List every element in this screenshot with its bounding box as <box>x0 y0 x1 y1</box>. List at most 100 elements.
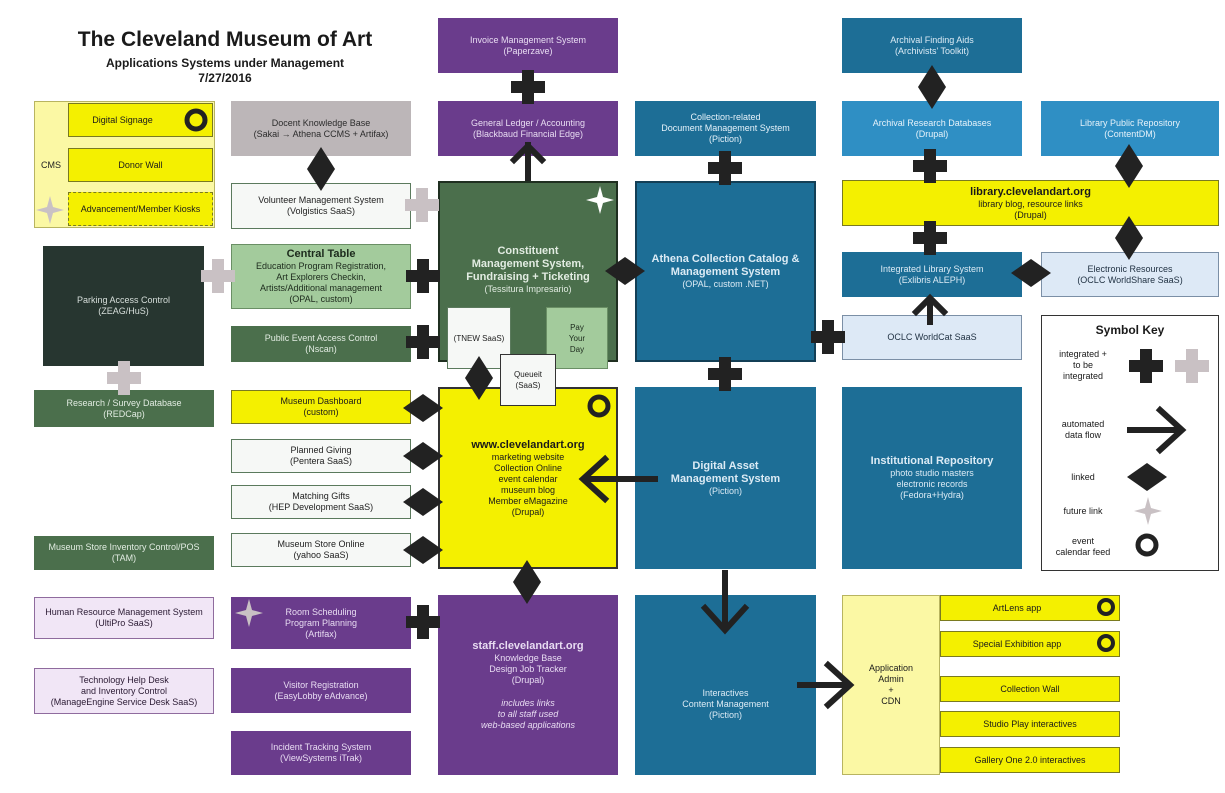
gallery-one-box[interactable]: Gallery One 2.0 interactives <box>940 747 1120 773</box>
page-title: The Cleveland Museum of Art <box>77 28 373 51</box>
digital-asset-box[interactable]: Digital Asset Management System (Piction… <box>635 387 816 569</box>
diamond-store-web-icon <box>403 536 443 564</box>
ils-l2: (Exlibris ALEPH) <box>898 274 966 285</box>
library-repo-l2: (ContentDM) <box>1104 128 1156 139</box>
institutional-repository-box[interactable]: Institutional Repository photo studio ma… <box>842 387 1022 569</box>
interactives-l3: (Piction) <box>708 709 742 720</box>
athena-l3: (OPAL, custom .NET) <box>682 279 769 289</box>
museum-store-online-box[interactable]: Museum Store Online (yahoo SaaS) <box>231 533 411 567</box>
symbol-key-title: Symbol Key <box>1095 323 1165 337</box>
queueit-box[interactable]: Queueit (SaaS) <box>500 354 556 406</box>
room-scheduling-box[interactable]: Room Scheduling Program Planning (Artifa… <box>231 597 411 649</box>
key-automated-label: automated data flow <box>1046 419 1120 441</box>
matching-l1: Matching Gifts <box>292 491 350 501</box>
matching-l2: (HEP Development SaaS) <box>268 502 374 512</box>
web-title: www.clevelandart.org <box>471 438 585 451</box>
staff-l5: to all staff used <box>497 708 559 719</box>
staff-site-box[interactable]: staff.clevelandart.org Knowledge Base De… <box>438 595 618 775</box>
special-exhibition-app-box[interactable]: Special Exhibition app <box>940 631 1120 657</box>
archival-find-l1: Archival Finding Aids <box>890 34 974 45</box>
ils-l1: Integrated Library System <box>880 263 984 274</box>
plus-athena-dam-icon <box>708 357 742 391</box>
parking-access-box[interactable]: Parking Access Control (ZEAG/HuS) <box>43 246 204 366</box>
planned-giving-box[interactable]: Planned Giving (Pentera SaaS) <box>231 439 411 473</box>
public-event-l2: (Nscan) <box>305 344 337 354</box>
matching-gifts-box[interactable]: Matching Gifts (HEP Development SaaS) <box>231 485 411 519</box>
staff-l2: Design Job Tracker <box>489 663 567 674</box>
interactives-l1: Interactives <box>702 687 749 698</box>
coll-doc-l2: Document Management System <box>661 123 790 133</box>
staff-title: staff.clevelandart.org <box>472 639 584 652</box>
star-room-icon <box>235 599 263 627</box>
plus-coll-doc-athena-icon <box>708 151 742 185</box>
arrow-dam-to-interactives-icon <box>700 570 750 635</box>
eresources-l1: Electronic Resources <box>1087 263 1173 274</box>
museum-store-inventory-box[interactable]: Museum Store Inventory Control/POS (TAM) <box>34 536 214 570</box>
crm-l4: (Tessitura Impresario) <box>484 284 572 294</box>
app-admin-box[interactable]: Application Admin + CDN <box>842 595 940 775</box>
athena-l2: Management System <box>670 266 781 278</box>
central-l4: (OPAL, custom) <box>289 294 353 304</box>
visitor-l2: (EasyLobby eAdvance) <box>274 690 368 701</box>
invoice-l1: Invoice Management System <box>469 34 587 45</box>
invoice-l2: (Paperzave) <box>503 45 553 56</box>
planned-l1: Planned Giving <box>290 445 352 455</box>
arrow-worldcat-to-ils-icon <box>911 293 949 325</box>
athena-catalog-box[interactable]: Athena Collection Catalog & Management S… <box>635 181 816 362</box>
library-l1: library blog, resource links <box>978 198 1083 209</box>
volunteer-l2: (Volgistics SaaS) <box>286 206 356 216</box>
incident-l1: Incident Tracking System <box>270 742 372 752</box>
incident-tracking-box[interactable]: Incident Tracking System (ViewSystems iT… <box>231 731 411 775</box>
docent-knowledge-base-box[interactable]: Docent Knowledge Base (Sakai → Athena CC… <box>231 101 411 156</box>
central-table-box[interactable]: Central Table Education Program Registra… <box>231 244 411 309</box>
diamond-web-staff-icon <box>513 560 541 604</box>
help-desk-box[interactable]: Technology Help Desk and Inventory Contr… <box>34 668 214 714</box>
public-event-access-box[interactable]: Public Event Access Control (Nscan) <box>231 326 411 362</box>
queueit-l2: (SaaS) <box>515 381 541 390</box>
kiosks-box[interactable]: Advancement/Member Kiosks <box>68 192 213 226</box>
research-survey-box[interactable]: Research / Survey Database (REDCap) <box>34 390 214 427</box>
diamond-dashboard-web-icon <box>403 394 443 422</box>
archival-research-box[interactable]: Archival Research Databases (Drupal) <box>842 101 1022 156</box>
studio-play-box[interactable]: Studio Play interactives <box>940 711 1120 737</box>
subtitle-text: Applications Systems under Management <box>105 56 345 70</box>
pay-your-day-box[interactable]: Pay Your Day <box>546 307 608 369</box>
diamond-docent-volunteer-icon <box>307 147 335 191</box>
hr-management-box[interactable]: Human Resource Management System (UltiPr… <box>34 597 214 639</box>
payday-l1: Pay <box>570 322 584 332</box>
coll-doc-l1: Collection-related <box>690 112 761 122</box>
library-repo-l1: Library Public Repository <box>1079 117 1181 128</box>
inst-repo-l2: electronic records <box>896 479 968 489</box>
archival-db-l2: (Drupal) <box>915 128 949 139</box>
collection-wall-box[interactable]: Collection Wall <box>940 676 1120 702</box>
key-star-icon <box>1134 497 1162 525</box>
visitor-registration-box[interactable]: Visitor Registration (EasyLobby eAdvance… <box>231 668 411 713</box>
library-site-box[interactable]: library.clevelandart.org library blog, r… <box>842 180 1219 226</box>
inst-repo-l3: (Fedora+Hydra) <box>900 490 964 500</box>
docent-l2: (Sakai → Athena CCMS + Artifax) <box>253 128 389 139</box>
donor-wall-box[interactable]: Donor Wall <box>68 148 213 182</box>
archival-finding-aids-box[interactable]: Archival Finding Aids (Archivists' Toolk… <box>842 18 1022 73</box>
staff-l1: Knowledge Base <box>494 652 562 663</box>
visitor-l1: Visitor Registration <box>283 679 359 690</box>
helpdesk-l1: Technology Help Desk <box>79 674 169 685</box>
key-integrated-label: integrated + to be integrated <box>1046 349 1120 382</box>
invoice-management-box[interactable]: Invoice Management System (Paperzave) <box>438 18 618 73</box>
key-automated-l1: automated <box>1061 419 1105 429</box>
diamond-crm-web-icon <box>465 356 493 400</box>
archival-db-l1: Archival Research Databases <box>872 117 992 128</box>
app-admin-l1: Application <box>868 663 914 673</box>
app-admin-l2: Admin <box>878 674 904 684</box>
museum-dashboard-box[interactable]: Museum Dashboard (custom) <box>231 390 411 424</box>
artlens-app-box[interactable]: ArtLens app <box>940 595 1120 621</box>
future-plus-research-icon <box>107 361 141 395</box>
future-plus-volunteer-icon <box>405 188 439 222</box>
room-l2: Program Planning <box>284 617 358 628</box>
web-l6: (Drupal) <box>511 506 545 517</box>
key-event-label: event calendar feed <box>1046 536 1120 558</box>
diamond-matching-web-icon <box>403 488 443 516</box>
integrated-library-box[interactable]: Integrated Library System (Exlibris ALEP… <box>842 252 1022 297</box>
arrow-dam-to-web-icon <box>578 454 658 504</box>
collection-document-box[interactable]: Collection-related Document Management S… <box>635 101 816 156</box>
key-arrow-icon <box>1127 405 1187 455</box>
